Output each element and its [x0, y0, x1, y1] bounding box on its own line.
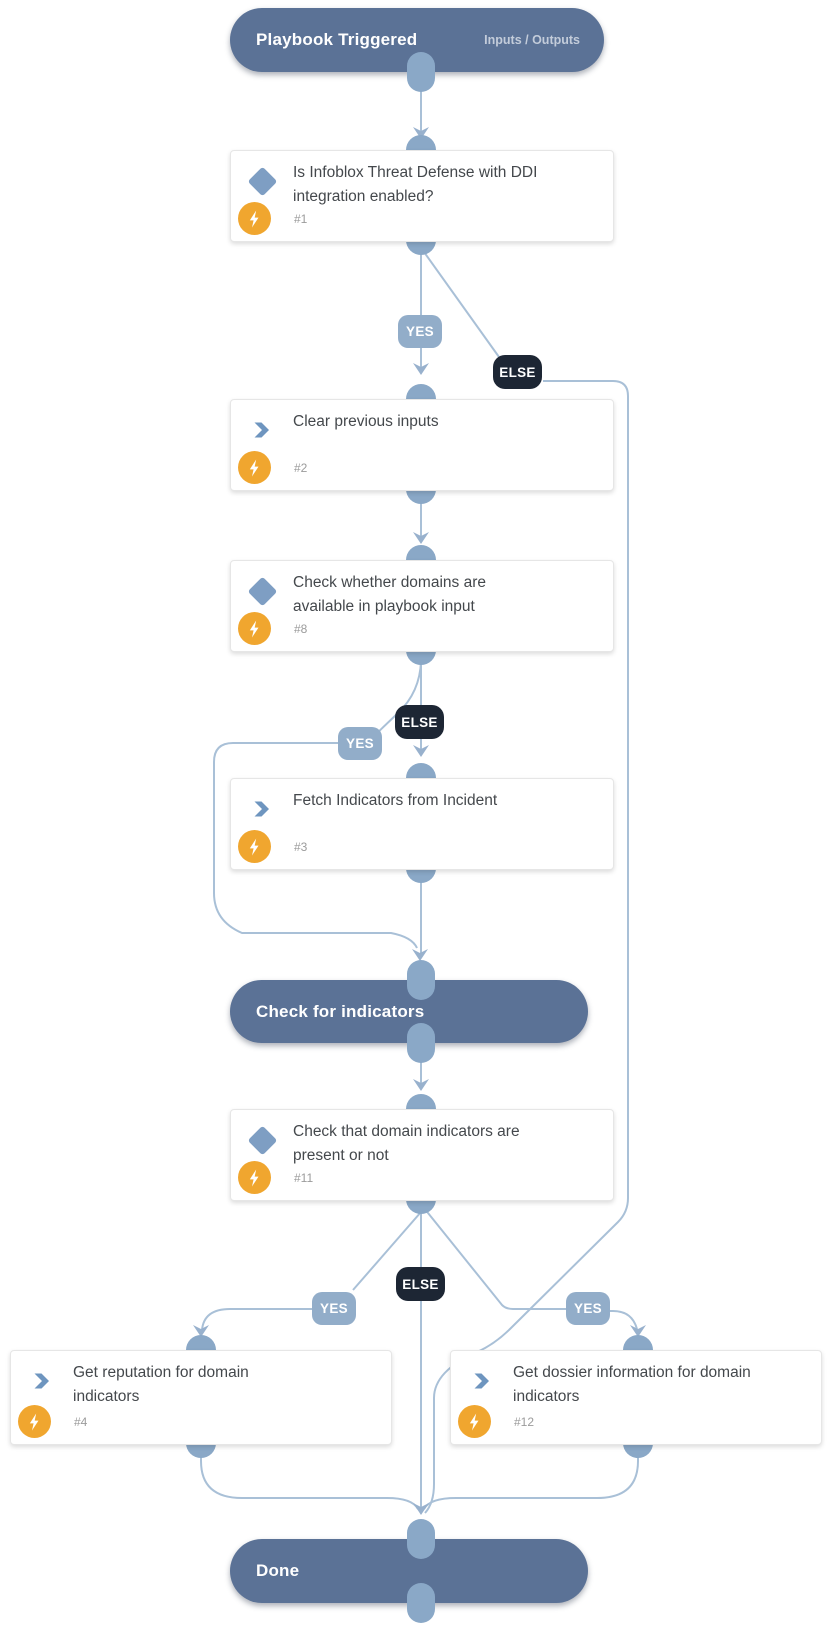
- action-chevron-icon: [464, 1363, 500, 1399]
- condition-diamond-icon: [244, 163, 280, 199]
- task-card-1[interactable]: Is Infoblox Threat Defense with DDI inte…: [230, 150, 614, 242]
- task-card-11[interactable]: Check that domain indicators are present…: [230, 1109, 614, 1201]
- task-title: Check whether domains are available in p…: [293, 574, 486, 615]
- branch-label-yes-1: YES: [398, 315, 442, 348]
- branch-label-else-3: ELSE: [396, 1267, 445, 1301]
- connector-section-in: [407, 960, 435, 1000]
- task-card-3[interactable]: Fetch Indicators from Incident #3: [230, 778, 614, 870]
- task-number: #11: [294, 1171, 314, 1185]
- task-number: #3: [294, 840, 308, 854]
- connector-trigger-out: [407, 52, 435, 92]
- automation-bolt-icon: [238, 451, 271, 484]
- condition-diamond-icon: [244, 1122, 280, 1158]
- branch-label-yes-3: YES: [312, 1292, 356, 1325]
- task-title: Clear previous inputs: [293, 413, 439, 430]
- task-number: #4: [74, 1415, 88, 1429]
- task-number: #2: [294, 461, 308, 475]
- task-title: Get reputation for domain indicators: [73, 1364, 249, 1405]
- connector-done-in: [407, 1519, 435, 1559]
- task-number: #8: [294, 622, 308, 636]
- branch-label-else-1: ELSE: [493, 355, 542, 389]
- branch-label-else-2: ELSE: [395, 705, 444, 739]
- task-card-2[interactable]: Clear previous inputs #2: [230, 399, 614, 491]
- automation-bolt-icon: [238, 202, 271, 235]
- action-chevron-icon: [24, 1363, 60, 1399]
- task-title: Check that domain indicators are present…: [293, 1123, 520, 1164]
- inputs-outputs-link[interactable]: Inputs / Outputs: [484, 33, 580, 47]
- automation-bolt-icon: [238, 830, 271, 863]
- task-card-8[interactable]: Check whether domains are available in p…: [230, 560, 614, 652]
- branch-label-yes-2: YES: [338, 727, 382, 760]
- action-chevron-icon: [244, 412, 280, 448]
- branch-label-yes-4: YES: [566, 1292, 610, 1325]
- task-title: Get dossier information for domain indic…: [513, 1364, 751, 1405]
- connector-done-out: [407, 1583, 435, 1623]
- condition-diamond-icon: [244, 573, 280, 609]
- task-number: #1: [294, 212, 308, 226]
- task-title: Is Infoblox Threat Defense with DDI inte…: [293, 164, 538, 205]
- automation-bolt-icon: [238, 612, 271, 645]
- task-title: Fetch Indicators from Incident: [293, 792, 498, 809]
- task-card-12[interactable]: Get dossier information for domain indic…: [450, 1350, 822, 1445]
- task-number: #12: [514, 1415, 535, 1429]
- automation-bolt-icon: [458, 1405, 491, 1438]
- automation-bolt-icon: [238, 1161, 271, 1194]
- automation-bolt-icon: [18, 1405, 51, 1438]
- section-title: Check for indicators: [256, 1001, 425, 1021]
- task-card-4[interactable]: Get reputation for domain indicators #4: [10, 1350, 392, 1445]
- action-chevron-icon: [244, 791, 280, 827]
- done-title: Done: [256, 1561, 300, 1580]
- playbook-triggered-title: Playbook Triggered: [256, 30, 418, 49]
- connector-section-out: [407, 1023, 435, 1063]
